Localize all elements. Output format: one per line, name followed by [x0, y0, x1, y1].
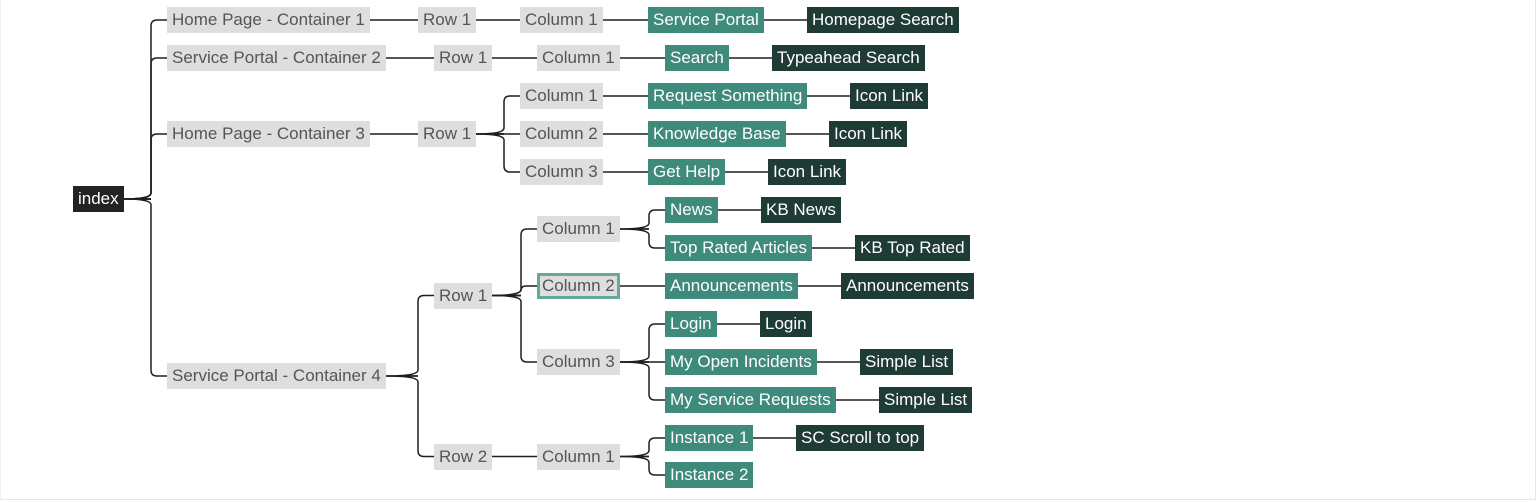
- tree-link: [123, 133, 167, 200]
- instance-node[interactable]: Announcements: [841, 273, 974, 299]
- tree-link: [385, 294, 434, 377]
- tree-link: [491, 294, 537, 363]
- instance-node[interactable]: Icon Link: [829, 121, 908, 147]
- instance-node[interactable]: KB Top Rated: [855, 235, 970, 261]
- widget-node[interactable]: My Open Incidents: [665, 349, 817, 375]
- widget-node[interactable]: Login: [665, 311, 717, 337]
- widget-node[interactable]: Announcements: [665, 273, 798, 299]
- tree-link: [123, 198, 167, 377]
- container-node-4[interactable]: Service Portal - Container 4: [167, 363, 386, 389]
- widget-node[interactable]: Instance 2: [665, 462, 754, 488]
- widget-node[interactable]: Knowledge Base: [648, 121, 786, 147]
- widget-node[interactable]: Instance 1: [665, 425, 754, 451]
- instance-node[interactable]: Simple List: [860, 349, 954, 375]
- instance-node[interactable]: SC Scroll to top: [796, 425, 925, 451]
- tree-link: [385, 375, 434, 458]
- tree-link: [123, 57, 167, 200]
- tree-link: [619, 228, 665, 249]
- instance-node[interactable]: Icon Link: [768, 159, 847, 185]
- tree-link: [475, 95, 520, 135]
- widget-node[interactable]: Service Portal: [648, 7, 764, 33]
- widget-node[interactable]: Request Something: [648, 83, 808, 109]
- tree-link: [619, 437, 665, 458]
- root-node-index[interactable]: index: [73, 186, 124, 212]
- column-node-4-1-3[interactable]: Column 3: [537, 349, 620, 375]
- tree-link: [619, 209, 665, 230]
- tree-link: [123, 19, 167, 200]
- column-node-3-1-3[interactable]: Column 3: [520, 159, 603, 185]
- tree-link: [619, 455, 665, 476]
- row-node-3-1[interactable]: Row 1: [418, 121, 477, 147]
- tree-link: [491, 285, 537, 297]
- container-node-1[interactable]: Home Page - Container 1: [167, 7, 370, 33]
- row-node-4-1[interactable]: Row 1: [434, 282, 493, 309]
- row-node-2-1[interactable]: Row 1: [434, 45, 493, 71]
- instance-node[interactable]: Login: [760, 311, 812, 337]
- instance-node[interactable]: Icon Link: [850, 83, 929, 109]
- column-node-4-1-2[interactable]: Column 2: [537, 273, 620, 299]
- widget-node[interactable]: My Service Requests: [665, 387, 836, 413]
- container-node-3[interactable]: Home Page - Container 3: [167, 121, 370, 147]
- instance-node[interactable]: Homepage Search: [807, 7, 959, 33]
- widget-node[interactable]: Get Help: [648, 159, 726, 185]
- column-node-2-1-1[interactable]: Column 1: [537, 45, 620, 71]
- column-node-4-2-1[interactable]: Column 1: [537, 443, 620, 470]
- column-node-3-1-2[interactable]: Column 2: [520, 121, 603, 147]
- row-node-4-2[interactable]: Row 2: [434, 443, 493, 470]
- instance-node[interactable]: Typeahead Search: [772, 45, 925, 71]
- tree-link: [475, 133, 520, 173]
- column-node-1-1-1[interactable]: Column 1: [520, 7, 603, 33]
- column-node-3-1-1[interactable]: Column 1: [520, 83, 603, 109]
- widget-node[interactable]: News: [665, 197, 718, 223]
- column-node-4-1-1[interactable]: Column 1: [537, 216, 620, 242]
- row-node-1-1[interactable]: Row 1: [418, 7, 477, 33]
- tree-link: [619, 361, 665, 401]
- instance-node[interactable]: KB News: [761, 197, 841, 223]
- widget-node[interactable]: Search: [665, 45, 729, 71]
- widget-node[interactable]: Top Rated Articles: [665, 235, 813, 261]
- container-node-2[interactable]: Service Portal - Container 2: [167, 45, 386, 71]
- instance-node[interactable]: Simple List: [879, 387, 973, 413]
- tree-link: [619, 323, 665, 363]
